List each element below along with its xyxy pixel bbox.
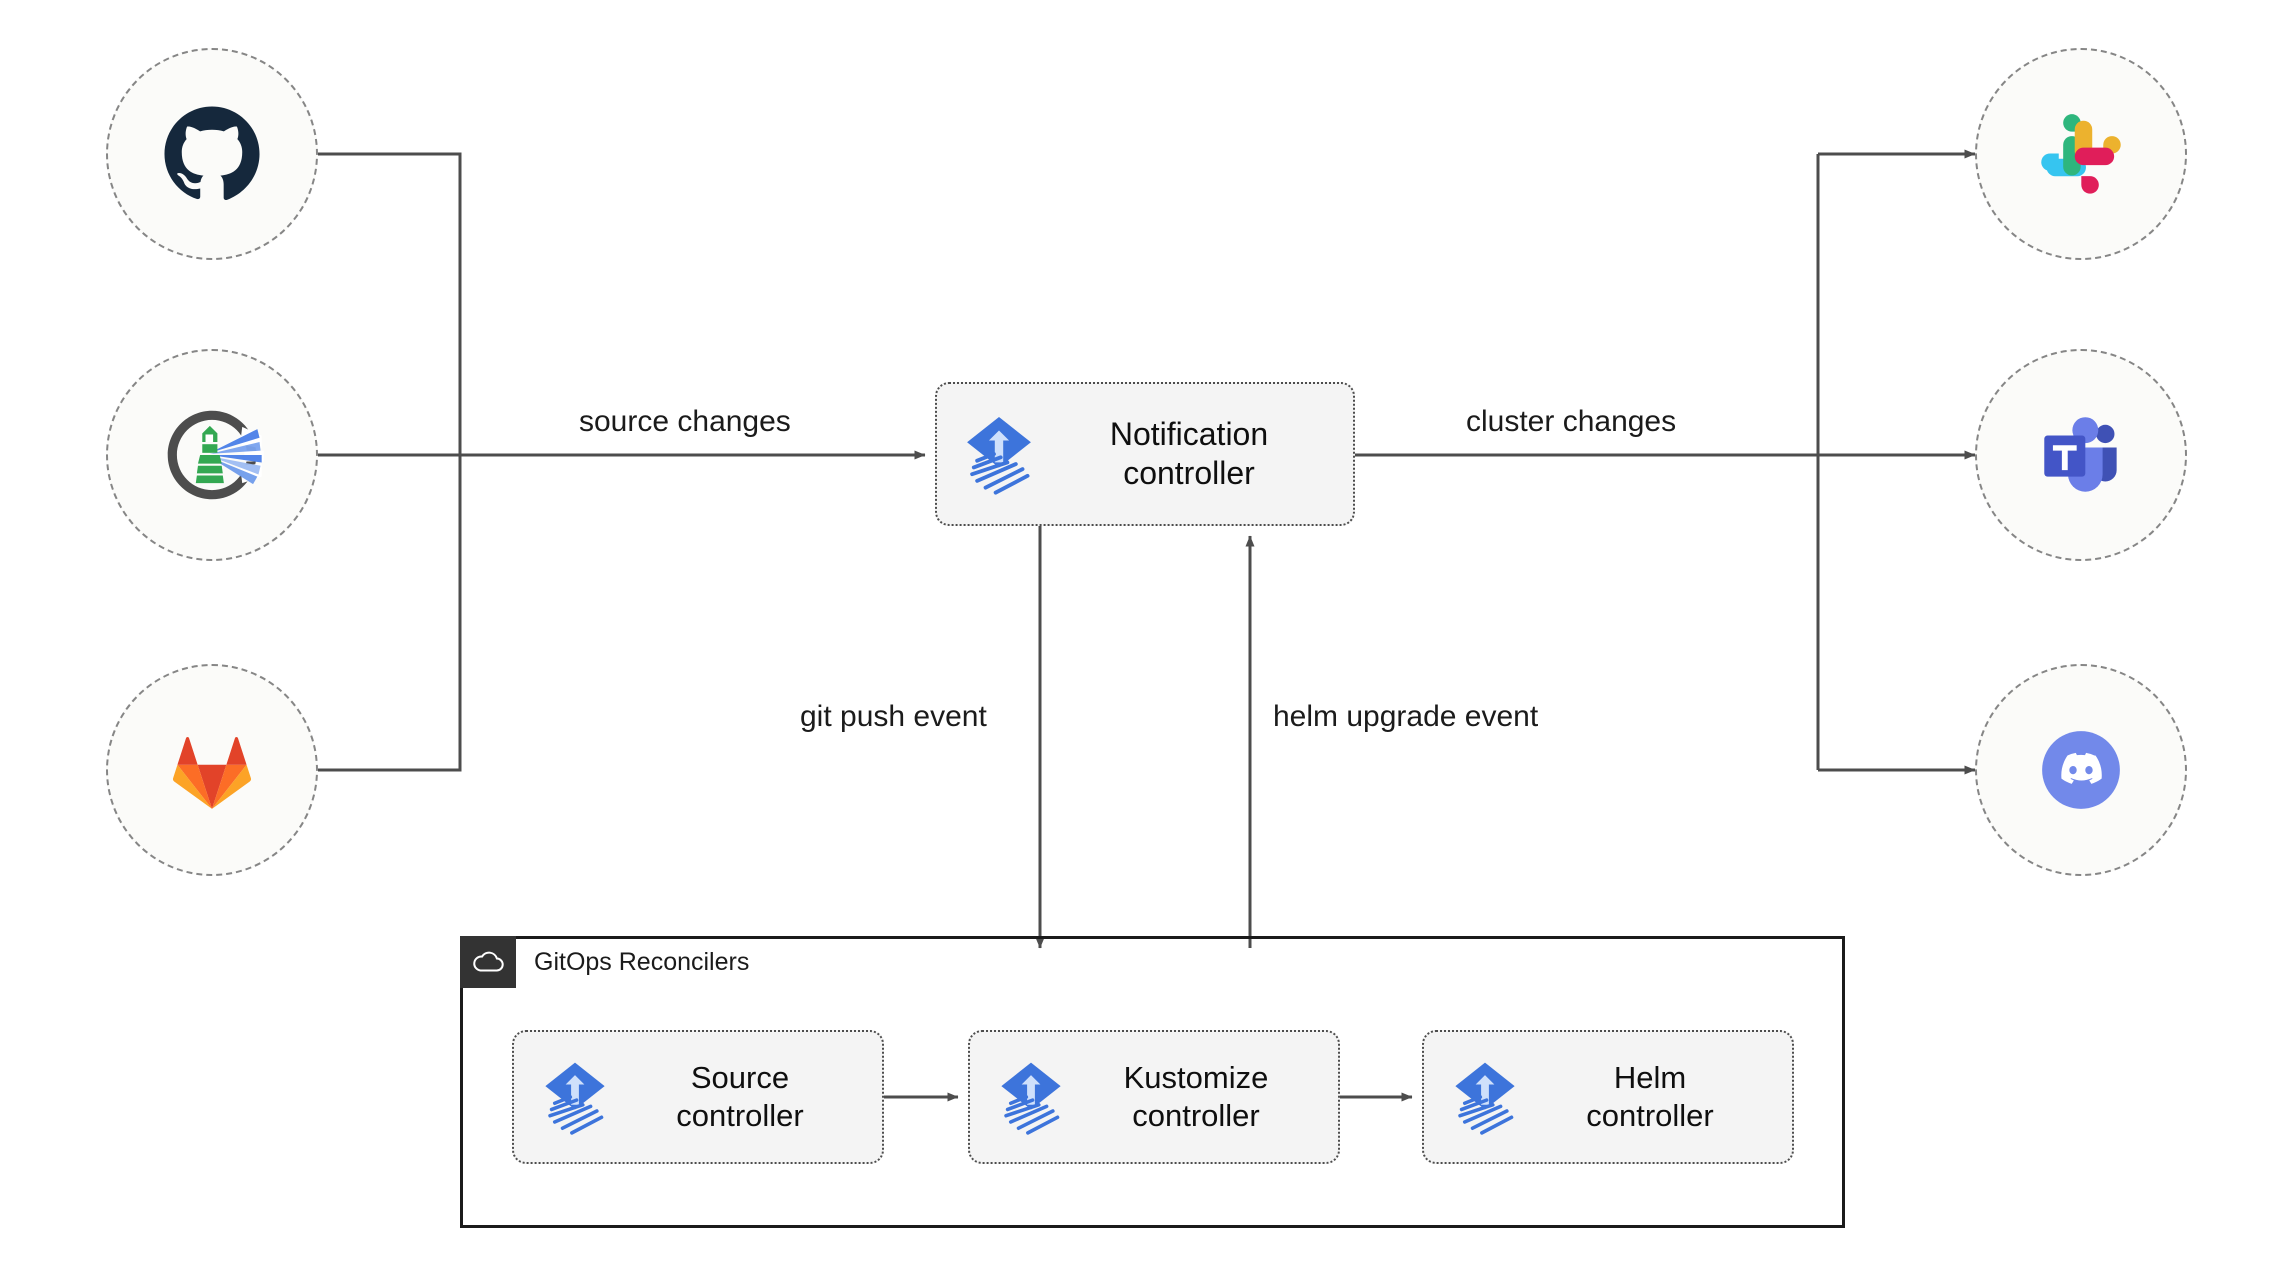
flux-logo-icon <box>1001 1062 1061 1135</box>
flux-logo-icon <box>967 417 1031 495</box>
source-node-flux[interactable] <box>106 349 318 561</box>
source-node-gitlab[interactable] <box>106 664 318 876</box>
notification-controller-label: Notification controller <box>1109 415 1269 491</box>
edge-github-to-trunk <box>318 152 462 455</box>
flux-logo-icon <box>545 1062 605 1135</box>
microsoft-teams-icon <box>2044 417 2117 492</box>
helm-controller-label: Helm controller <box>1586 1060 1714 1133</box>
gitops-reconcilers-container <box>460 936 1845 1228</box>
cloud-badge <box>460 936 516 988</box>
gitops-reconcilers-header: GitOps Reconcilers <box>460 936 749 988</box>
edge-gitlab-to-trunk <box>318 455 462 772</box>
cloud-icon <box>473 951 504 972</box>
destination-node-discord[interactable] <box>1975 664 2187 876</box>
edge-label-helm-upgrade-event: helm upgrade event <box>1273 700 1539 733</box>
slack-icon <box>2041 114 2121 194</box>
edge-label-source-changes: source changes <box>579 405 791 438</box>
source-controller-box[interactable]: Source controller <box>512 1030 884 1164</box>
kustomize-controller-box[interactable]: Kustomize controller <box>968 1030 1340 1164</box>
source-controller-label: Source controller <box>676 1060 804 1133</box>
source-node-github[interactable] <box>106 48 318 260</box>
kustomize-controller-label: Kustomize controller <box>1123 1060 1269 1133</box>
destination-node-teams[interactable] <box>1975 349 2187 561</box>
gitops-reconcilers-title: GitOps Reconcilers <box>534 947 750 976</box>
gitlab-icon <box>172 736 252 809</box>
github-icon <box>164 106 260 201</box>
discord-icon <box>2042 731 2120 809</box>
edge-label-git-push-event: git push event <box>800 700 987 733</box>
flux-lighthouse-icon <box>167 410 264 500</box>
helm-controller-box[interactable]: Helm controller <box>1422 1030 1794 1164</box>
edge-label-cluster-changes: cluster changes <box>1466 405 1677 438</box>
destination-node-slack[interactable] <box>1975 48 2187 260</box>
flux-logo-icon <box>1455 1062 1515 1135</box>
notification-controller-box[interactable]: Notification controller <box>935 382 1355 526</box>
